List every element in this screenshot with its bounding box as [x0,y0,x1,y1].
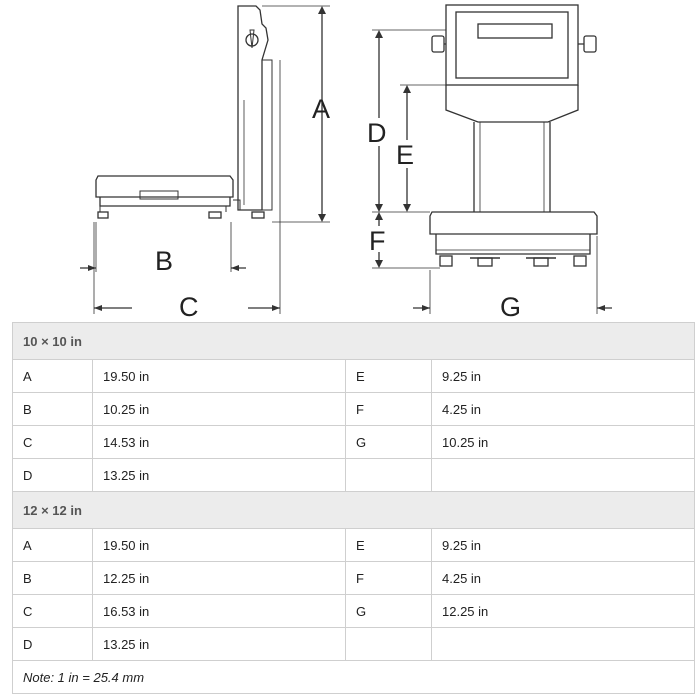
dim-value [430,627,696,661]
note-row: Note: 1 in = 25.4 mm [11,660,696,694]
table-row: C 14.53 in G 10.25 in [12,425,696,459]
dim-value: 19.50 in [92,359,346,393]
dim-label-d: D [367,118,387,148]
table-row: D 13.25 in [12,458,696,492]
side-view [80,5,330,314]
dimensions-table: 10 × 10 in A 19.50 in E 9.25 in B 10.25 … [11,322,696,694]
dim-key: F [345,561,432,595]
table-row: B 12.25 in F 4.25 in [12,561,696,595]
dim-value: 12.25 in [92,561,346,595]
front-view [372,4,612,314]
dim-key: A [12,359,93,393]
table-row: C 16.53 in G 12.25 in [12,594,696,628]
dim-key: E [345,359,432,393]
dim-value: 10.25 in [92,392,346,426]
dim-key: B [12,561,93,595]
dim-key: F [345,392,432,426]
dimension-drawing: A B C D E F G [0,0,700,322]
section-title: 10 × 10 in [11,322,696,360]
dim-label-f: F [369,226,386,256]
unit-note: Note: 1 in = 25.4 mm [11,660,696,694]
table-row: D 13.25 in [12,627,696,661]
dim-key: D [12,458,93,492]
section-title: 12 × 12 in [11,491,696,529]
section-header-10x10: 10 × 10 in [11,322,696,360]
dim-value: 16.53 in [92,594,346,628]
section-header-12x12: 12 × 12 in [11,491,696,529]
dim-value: 14.53 in [92,425,346,459]
dim-key: C [12,594,93,628]
dim-label-g: G [500,292,521,322]
dim-value: 13.25 in [92,627,346,661]
dim-key [345,458,432,492]
dim-label-c: C [179,292,199,322]
dim-key: G [345,425,432,459]
dim-value: 4.25 in [430,561,696,595]
dim-value: 19.50 in [92,528,346,562]
dim-value: 12.25 in [430,594,696,628]
dim-key: G [345,594,432,628]
table-row: B 10.25 in F 4.25 in [12,392,696,426]
dim-value: 9.25 in [430,359,696,393]
dim-value [430,458,696,492]
dim-value: 9.25 in [430,528,696,562]
dim-label-e: E [396,140,414,170]
dim-key: D [12,627,93,661]
table-row: A 19.50 in E 9.25 in [12,359,696,393]
dim-key: C [12,425,93,459]
table-row: A 19.50 in E 9.25 in [12,528,696,562]
dim-value: 13.25 in [92,458,346,492]
dim-label-b: B [155,246,173,276]
dim-key: E [345,528,432,562]
dim-label-a: A [312,94,330,124]
dim-key: B [12,392,93,426]
dim-key [345,627,432,661]
dim-value: 4.25 in [430,392,696,426]
dim-value: 10.25 in [430,425,696,459]
dim-key: A [12,528,93,562]
